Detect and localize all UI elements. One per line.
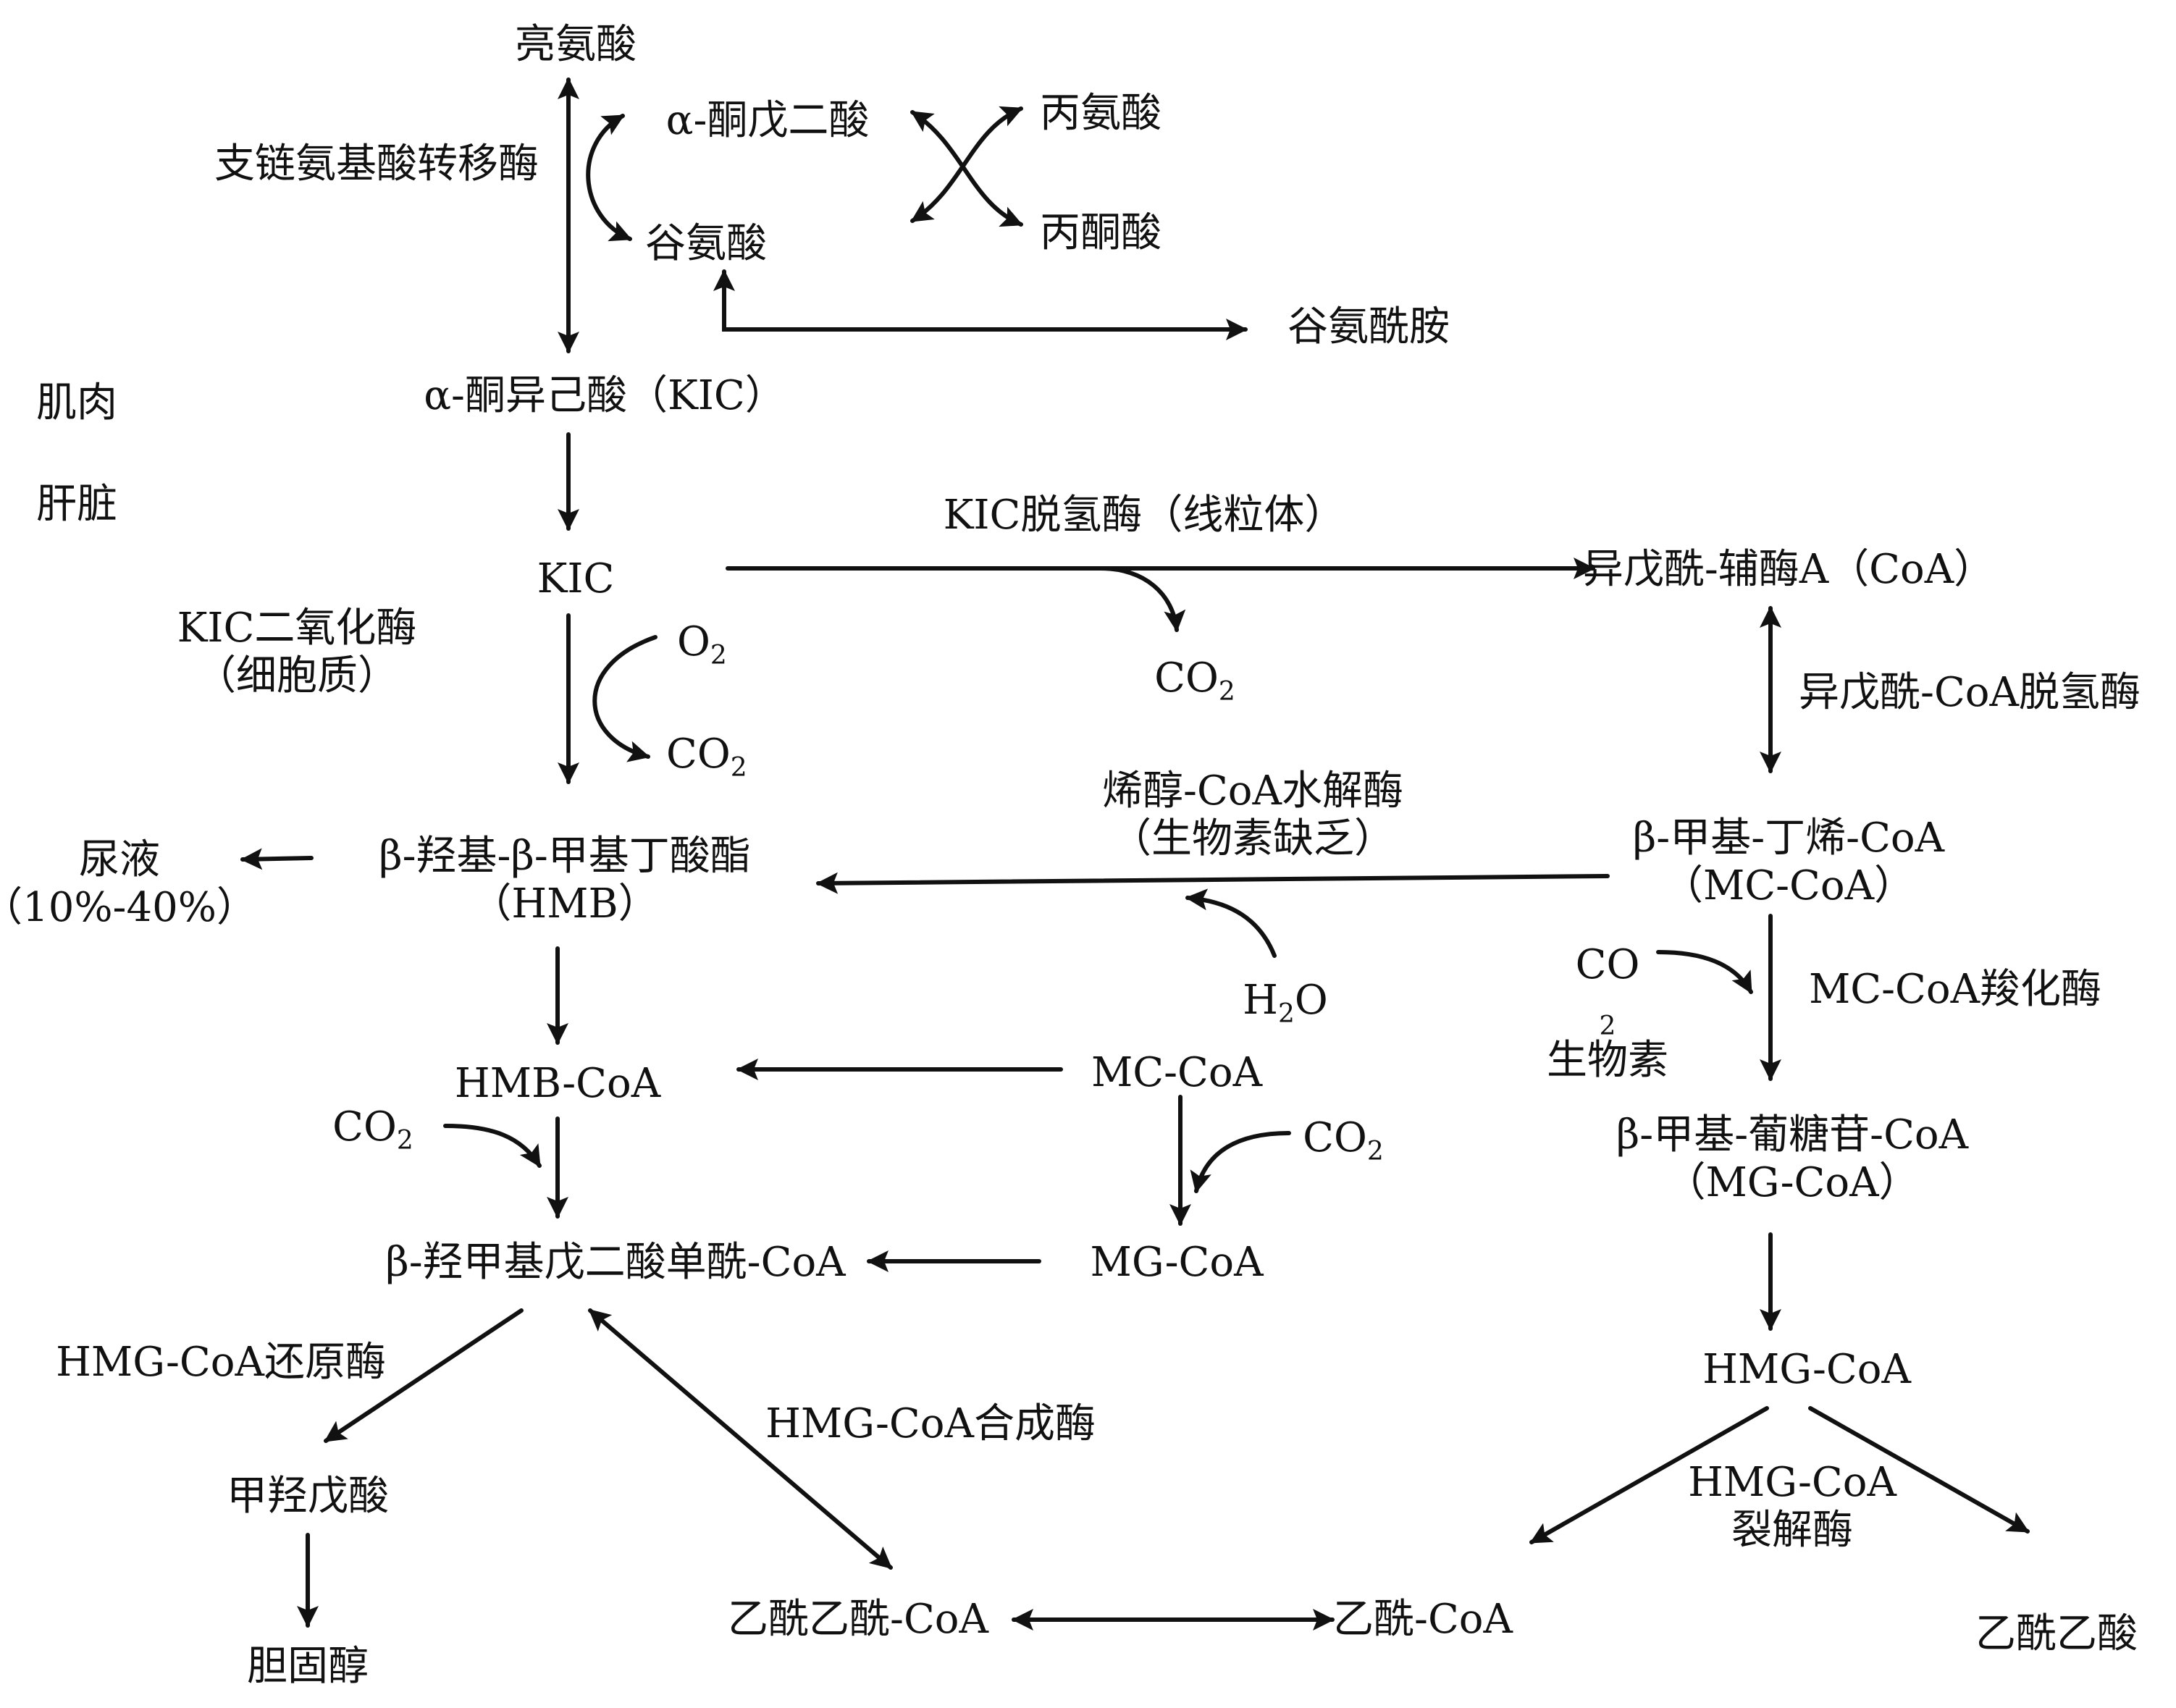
hmg-lyase-label: HMG-CoA 裂解酶 — [1688, 1459, 1896, 1554]
hmg-synthase-label: HMG-CoA合成酶 — [765, 1400, 1096, 1447]
arrow-hmb-urine — [240, 848, 314, 870]
arrow-co2-release — [1098, 566, 1186, 632]
hmg-coa-label: HMG-CoA — [1702, 1346, 1911, 1393]
alanine-label: 丙氨酸 — [1040, 90, 1161, 137]
co2-hmb-label: CO2 — [332, 1103, 413, 1156]
mg-coa-full-label: β-甲基-葡糖苷-CoA （MG-CoA） — [1616, 1111, 1969, 1206]
co2-dioxygenase-label: CO2 — [666, 731, 747, 783]
o2-label: O2 — [677, 618, 727, 670]
hmg-coa-long-label: β-羟甲基戊二酸单酰-CoA — [385, 1239, 846, 1286]
arrow-co2-biotin — [1656, 950, 1753, 994]
muscle-label: 肌肉 — [36, 379, 117, 426]
arrow-hmg-mevalonate — [324, 1308, 524, 1443]
hmb-coa-label: HMB-CoA — [454, 1060, 661, 1107]
co2-main-label: CO2 — [1154, 655, 1235, 707]
arrow-glutamate-glutamine — [713, 269, 1248, 340]
isovaleryl-coa-label: 异戊酰-辅酶A（CoA） — [1582, 546, 1995, 593]
bcat-enzyme-label: 支链氨基酸转移酶 — [214, 140, 539, 188]
arrow-hmgcoa-acetyl — [1529, 1406, 1769, 1544]
glutamine-label: 谷氨酰胺 — [1287, 303, 1450, 350]
kic-dehydrogenase-label: KIC脱氢酶（线粒体） — [943, 492, 1345, 539]
arrow-akg-glutamate — [586, 114, 632, 242]
mg-coa-label: MG-CoA — [1090, 1239, 1264, 1286]
arrow-alanine-glutamate — [910, 106, 1023, 223]
acetyl-coa-label: 乙酰-CoA — [1333, 1596, 1513, 1643]
liver-label: 肝脏 — [36, 481, 117, 528]
arrow-o2-co2 — [592, 635, 658, 762]
water-label: H2O — [1243, 977, 1328, 1029]
arrow-hmgcoa-acetoacetate — [1808, 1406, 2030, 1534]
pyruvate-label: 丙酮酸 — [1040, 209, 1161, 256]
alpha-ketoglutarate-label: α-酮戊二酸 — [665, 97, 870, 144]
hmg-reductase-label: HMG-CoA还原酶 — [56, 1339, 386, 1386]
acetoacetyl-coa-label: 乙酰乙酰-CoA — [728, 1596, 988, 1643]
isovaleryl-dehydrogenase-label: 异戊酰-CoA脱氢酶 — [1799, 669, 2141, 716]
kic-full-label: α-酮异己酸（KIC） — [424, 372, 786, 419]
arrow-co2-hmb — [443, 1124, 542, 1168]
co2-mc-label: CO2 — [1303, 1114, 1384, 1166]
arrow-hmg-acetoacetyl — [588, 1308, 893, 1570]
mevalonate-label: 甲羟戊酸 — [227, 1473, 389, 1520]
kic-label: KIC — [537, 555, 615, 602]
urine-label: 尿液 （10%-40%） — [0, 836, 257, 931]
mc-coa-label: MC-CoA — [1091, 1049, 1263, 1096]
cholesterol-label: 胆固醇 — [247, 1643, 369, 1690]
arrow-water — [1185, 888, 1277, 958]
arrow-co2-mc — [1190, 1131, 1291, 1193]
kic-dioxygenase-label: KIC二氧化酶 （细胞质） — [177, 605, 417, 699]
mc-carboxylase-label: MC-CoA羧化酶 — [1808, 966, 2102, 1013]
glutamate-label: 谷氨酸 — [645, 220, 767, 267]
hmb-label: β-羟基-β-甲基丁酸酯 （HMB） — [379, 833, 751, 927]
mc-coa-full-label: β-甲基-丁烯-CoA （MC-CoA） — [1632, 815, 1945, 909]
acetoacetate-label: 乙酰乙酸 — [1975, 1610, 2138, 1657]
leucine-label: 亮氨酸 — [515, 21, 637, 68]
arrow-mccoa-hmb — [816, 872, 1610, 894]
enol-hydrolase-label: 烯醇-CoA水解酶 （生物素缺乏） — [1102, 767, 1403, 862]
